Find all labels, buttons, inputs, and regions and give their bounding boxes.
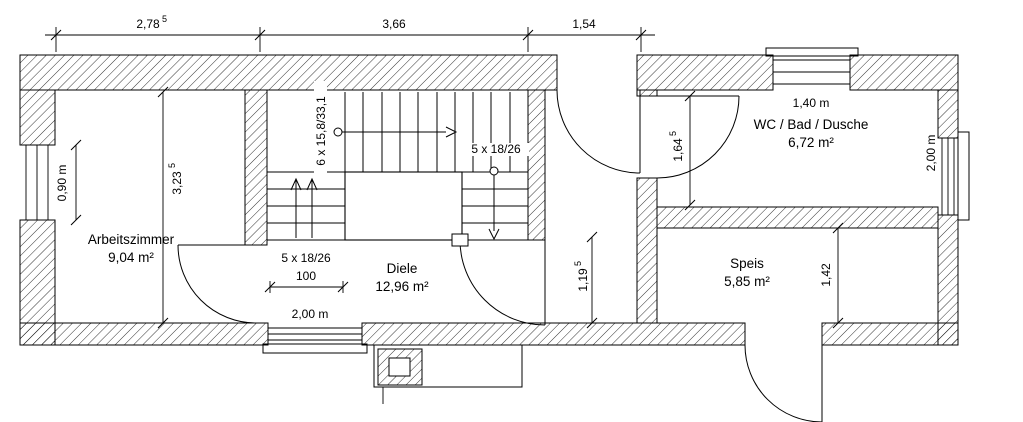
label-mask xyxy=(314,81,327,181)
stair-upper-flight-text: 6 x 15,8/33,1 xyxy=(314,96,328,166)
room-name-wc: WC / Bad / Dusche xyxy=(754,117,869,132)
dim-speis-depth-text: 1,42 xyxy=(819,263,833,287)
room-area-wc: 6,72 m² xyxy=(788,135,834,150)
wall-left-upper xyxy=(19,89,56,146)
door-diele-arc xyxy=(459,239,546,326)
dim-right-window-text: 2,00 m xyxy=(924,135,938,172)
stair-walkline-start-upper xyxy=(333,127,343,137)
dim-top-right-text: 1,54 xyxy=(572,17,596,31)
dim-corridor-sup: 5 xyxy=(573,261,583,266)
dim-ticks-left-window xyxy=(70,139,82,226)
window-sill-top xyxy=(765,47,859,57)
dim-ticks-stair-width xyxy=(264,281,349,293)
stair-arrow-right-icon xyxy=(445,126,458,138)
stair-treads-left xyxy=(267,171,345,241)
room-name-speis: Speis xyxy=(730,256,764,271)
stair-arrow-down-icon xyxy=(488,228,500,241)
room-area-diele: 12,96 m² xyxy=(375,279,429,294)
stair-walkline-basement xyxy=(295,180,313,238)
wall-stairwell-right xyxy=(527,89,546,241)
wall-top-right-b xyxy=(849,54,959,91)
wall-top-right-a xyxy=(636,54,774,91)
dimensions: 2,78 5 3,66 1,54 0,90 m 3,23 5 1,64 5 1,… xyxy=(45,14,938,329)
dim-room-depth-label: 3,23 5 xyxy=(167,163,184,195)
dim-left-window-text: 0,90 m xyxy=(55,165,69,202)
wall-middle xyxy=(636,177,658,324)
wall-right-lower xyxy=(937,214,959,346)
stairs: 6 x 15,8/33,1 5 x 18/26 5 x 18/26 xyxy=(267,81,529,265)
dim-ticks-wc-entry xyxy=(684,90,696,211)
window-right xyxy=(941,138,955,215)
dim-top-mid-text: 3,66 xyxy=(382,17,406,31)
dim-top-left-sup: 5 xyxy=(162,14,167,24)
stair-void xyxy=(344,171,463,241)
stair-arrows-up-icon xyxy=(290,177,318,191)
window-bottom xyxy=(268,327,362,341)
dim-wc-entry-sup: 5 xyxy=(668,131,678,136)
wall-middle-stub xyxy=(636,89,658,97)
dim-ticks-speis-depth xyxy=(832,222,844,329)
dim-wc-entry-text: 1,64 xyxy=(671,138,685,162)
room-area-speis: 5,85 m² xyxy=(724,274,770,289)
wall-wc-speis xyxy=(656,206,939,229)
dim-corridor-label: 1,19 5 xyxy=(573,261,590,292)
window-sills xyxy=(262,47,970,354)
door-wc-arc xyxy=(656,95,740,179)
chimney-flue xyxy=(388,357,411,377)
dim-ticks-corridor xyxy=(586,231,598,329)
stair-basement-flight-text: 5 x 18/26 xyxy=(281,251,331,265)
window-sill-right xyxy=(957,131,970,221)
dim-bottom-window-text: 2,00 m xyxy=(292,307,329,321)
dim-stair-width-text: 100 xyxy=(296,269,316,283)
window-left xyxy=(25,145,49,220)
window-top xyxy=(773,59,850,85)
dim-top-left-text: 2,78 xyxy=(136,17,160,31)
dim-ticks-top xyxy=(50,29,647,41)
window-sill-bottom xyxy=(262,343,368,354)
room-labels: Arbeitszimmer 9,04 m² Diele 12,96 m² WC … xyxy=(88,117,869,294)
dim-witness-top xyxy=(55,27,642,52)
dim-room-depth-text: 3,23 xyxy=(170,171,184,195)
door-arbeitszimmer-arc xyxy=(177,244,257,324)
room-area-arbeitszimmer: 9,04 m² xyxy=(108,250,154,265)
dim-right-window-label: 2,00 m xyxy=(924,135,938,172)
door-speis-exterior-arc xyxy=(744,344,823,422)
label-mask xyxy=(463,143,529,156)
dim-ticks-room-depth xyxy=(157,86,169,329)
wall-right-upper xyxy=(937,89,959,139)
wall-bottom-b xyxy=(361,322,746,346)
dim-speis-depth-label: 1,42 xyxy=(819,263,833,287)
door-corridor-arc xyxy=(556,89,641,174)
dim-wc-entry-label: 1,64 5 xyxy=(668,131,685,162)
chimney xyxy=(373,344,523,404)
stair-walkline-start-right xyxy=(489,166,499,176)
wall-bottom-a xyxy=(19,322,269,346)
doors xyxy=(177,89,823,422)
stair-treads-right xyxy=(461,171,528,241)
stair-label-upper-flight: 6 x 15,8/33,1 xyxy=(314,81,328,181)
dim-corridor-text: 1,19 xyxy=(576,268,590,292)
door-diele-frame xyxy=(451,233,469,247)
walls xyxy=(19,54,959,346)
stair-right-flight-text: 5 x 18/26 xyxy=(471,142,521,156)
dim-left-window-label: 0,90 m xyxy=(55,165,69,202)
dim-room-depth-sup: 5 xyxy=(167,163,177,168)
dim-wc-window-text: 1,40 m xyxy=(793,96,830,110)
wall-top-left xyxy=(19,54,558,91)
windows xyxy=(25,59,955,341)
room-name-arbeitszimmer: Arbeitszimmer xyxy=(88,232,175,247)
room-name-diele: Diele xyxy=(387,261,418,276)
wall-arbeitszimmer-stair xyxy=(244,89,268,246)
